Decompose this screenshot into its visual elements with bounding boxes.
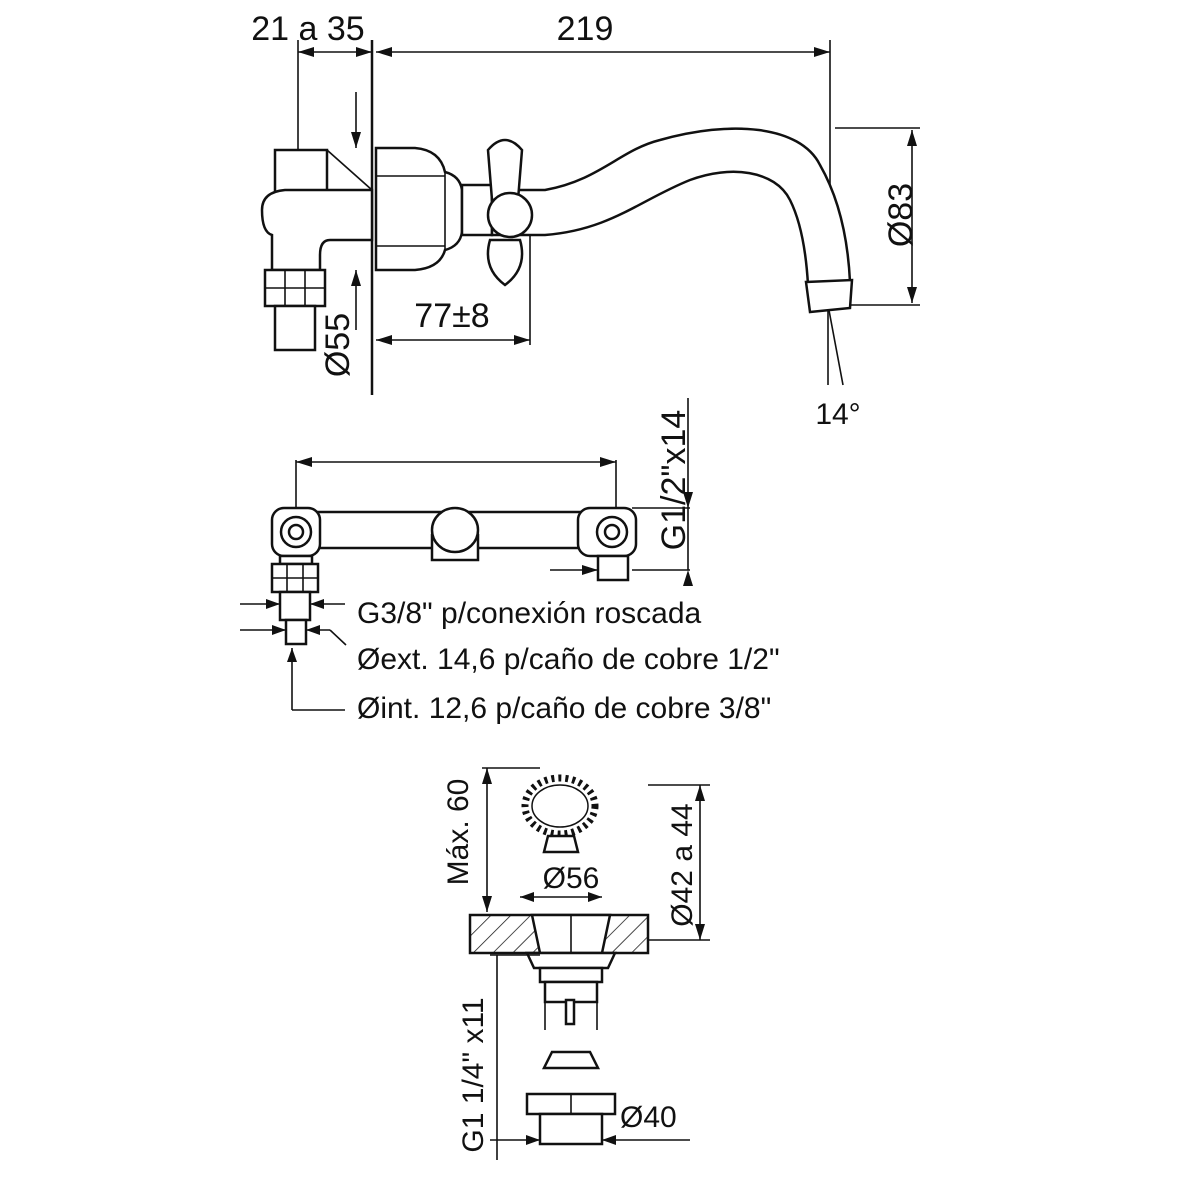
dim-spout-length: 219 (557, 10, 614, 48)
angle-line (827, 304, 844, 386)
washer (541, 1050, 601, 1070)
arrowhead (520, 892, 534, 902)
arrowhead (376, 47, 392, 57)
arrowhead (588, 892, 602, 902)
arrowhead (514, 335, 530, 345)
note-thread: G3/8" p/conexión roscada (357, 597, 702, 630)
note-int-pipe: Øint. 12,6 p/caño de cobre 3/8" (357, 692, 771, 725)
valve-stem (460, 183, 494, 237)
arrowhead (351, 132, 361, 148)
drain-collar (525, 951, 617, 970)
drain-view: Máx. 60 Ø56 Ø42 a 44 (442, 767, 710, 1160)
arrowhead (600, 457, 616, 467)
arrowhead (298, 47, 314, 57)
arrowhead (582, 565, 598, 575)
arrowhead (907, 130, 917, 146)
dim-top-thread: G1/2"x14 (655, 410, 693, 551)
arrowhead (351, 270, 361, 286)
valve-body (260, 188, 374, 272)
dim-hole-range: Ø42 a 44 (666, 803, 699, 926)
pipe-ext (278, 590, 312, 622)
arrowhead (814, 47, 830, 57)
arrowhead (695, 785, 705, 801)
dim-flange: Ø56 (543, 862, 600, 895)
dim-angle: 14° (815, 398, 860, 431)
top-view: G1/2"x14 G3/8" p/conexión roscada Øext. … (240, 398, 780, 725)
arrowhead (356, 47, 372, 57)
arrowhead (482, 896, 492, 912)
handle-lower-arm (486, 238, 524, 287)
arrowhead (526, 1135, 540, 1145)
nut-body (538, 1112, 604, 1146)
arrowhead (683, 492, 693, 508)
arrowhead (907, 287, 917, 303)
arrowhead (482, 768, 492, 784)
drain-pin (564, 998, 576, 1026)
dim-drain-thread: G1 1/4" x11 (457, 997, 490, 1152)
center-tee (430, 506, 480, 554)
dim-spout-height: Ø83 (882, 183, 920, 247)
escutcheon (374, 146, 464, 272)
handle-hub (486, 191, 534, 239)
right-outlet (596, 554, 630, 582)
dim-body-diameter: Ø55 (319, 313, 357, 377)
aerator (804, 278, 854, 314)
note-ext-pipe: Øext. 14,6 p/caño de cobre 1/2" (357, 643, 780, 676)
spout (490, 127, 852, 287)
stopper-plug (542, 834, 580, 854)
dim-offset: 21 a 35 (251, 10, 364, 48)
dim-nut: Ø40 (620, 1101, 677, 1134)
pipe-stub (273, 304, 317, 352)
arrowhead (683, 570, 693, 586)
dim-max-thickness: Máx. 60 (442, 779, 475, 886)
side-view: 21 a 35 219 Ø83 Ø55 77±8 14° (251, 10, 920, 431)
chain-stopper (521, 774, 599, 838)
valve-body-edge (326, 149, 373, 191)
dim-handle-distance: 77±8 (414, 297, 489, 335)
pipe-int (284, 618, 308, 646)
arrowhead (602, 1135, 616, 1145)
valve-top-block (273, 148, 329, 194)
handle-upper-arm (486, 138, 524, 202)
arrowhead (296, 457, 312, 467)
arrowhead (376, 335, 392, 345)
arrowhead (695, 924, 705, 940)
